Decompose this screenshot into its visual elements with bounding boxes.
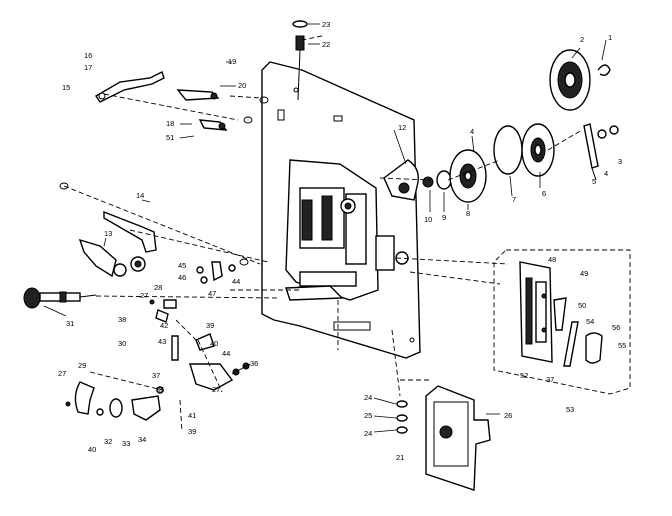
callout-7: 7	[512, 195, 516, 204]
callout-38: 38	[118, 315, 126, 324]
callout-48: 48	[548, 255, 556, 264]
central-mechanism-block	[285, 159, 409, 331]
callout-52: 52	[520, 371, 528, 380]
callout-15: 15	[62, 83, 70, 92]
callout-54: 54	[586, 317, 594, 326]
cover-part-26	[425, 385, 491, 491]
callout-51: 51	[166, 133, 174, 142]
right-subassembly	[493, 249, 631, 395]
callout-50: 50	[578, 301, 586, 310]
rivets-24-25	[396, 400, 408, 434]
callout-46: 46	[178, 273, 186, 282]
callout-3: 3	[618, 157, 622, 166]
callout-49: 49	[580, 269, 588, 278]
callout-41: 41	[188, 411, 196, 420]
callout-36: 36	[250, 359, 258, 368]
callout-37a: 37	[152, 371, 160, 380]
lower-linkage-assembly	[171, 333, 251, 391]
callout-24b: 24	[364, 429, 372, 438]
callout-22: 22	[322, 40, 330, 49]
callout-43: 43	[158, 337, 166, 346]
callout-47: 47	[208, 289, 216, 298]
shaft-part-31	[23, 287, 97, 309]
rod-assembly-22-23	[292, 20, 308, 101]
callout-55: 55	[618, 341, 626, 350]
bracket-part-13	[78, 238, 146, 278]
callout-28: 28	[154, 283, 162, 292]
gear-stack-6-8-10	[422, 149, 487, 203]
callout-14: 14	[136, 191, 144, 200]
callout-30: 30	[118, 339, 126, 348]
callout-8: 8	[466, 209, 470, 218]
callout-27b: 27	[212, 385, 220, 394]
callout-19: 19	[228, 57, 236, 66]
callout-35: 35	[156, 385, 164, 394]
callout-25: 25	[364, 411, 372, 420]
callout-45: 45	[178, 261, 186, 270]
callout-40b: 40	[88, 445, 96, 454]
callout-37b: 37	[546, 375, 554, 384]
small-parts-27-28	[149, 299, 177, 323]
callout-56: 56	[612, 323, 620, 332]
callout-33: 33	[122, 439, 130, 448]
callout-12: 12	[398, 123, 406, 132]
callout-16: 16	[84, 51, 92, 60]
callout-4: 4	[470, 127, 474, 136]
guide-lines	[63, 35, 583, 433]
callout-34: 34	[138, 435, 146, 444]
callout-53: 53	[566, 405, 574, 414]
callout-2: 2	[580, 35, 584, 44]
callout-5: 5	[592, 177, 596, 186]
large-gear-2	[549, 49, 611, 111]
callout-6: 6	[542, 189, 546, 198]
callout-26: 26	[504, 411, 512, 420]
callout-21: 21	[396, 453, 404, 462]
callout-27a: 27	[140, 291, 148, 300]
callout-29: 29	[78, 361, 86, 370]
callout-42: 42	[160, 321, 168, 330]
callout-23: 23	[322, 20, 330, 29]
callout-40a: 40	[210, 339, 218, 348]
callout-labels: 23 22 16 17 15 19 20 18 51 12 2 1 4 3 4 …	[58, 20, 626, 462]
callout-44b: 44	[222, 349, 230, 358]
small-parts-3-4-5	[583, 123, 619, 181]
callout-32: 32	[104, 437, 112, 446]
reference-markers	[59, 96, 269, 266]
arm-part-15	[95, 71, 165, 103]
callout-17: 17	[84, 63, 92, 72]
callout-13: 13	[104, 229, 112, 238]
callout-39b: 39	[188, 427, 196, 436]
callout-31: 31	[66, 319, 74, 328]
callout-20: 20	[238, 81, 246, 90]
callout-18: 18	[166, 119, 174, 128]
callout-1: 1	[608, 33, 612, 42]
callout-39a: 39	[206, 321, 214, 330]
linkage-parts-18-20	[176, 89, 228, 131]
lever-part-34	[103, 210, 157, 253]
bracket-part-32	[383, 159, 419, 201]
bottom-left-cluster	[65, 381, 164, 421]
leader-lines	[43, 23, 607, 433]
callout-9: 9	[442, 213, 446, 222]
callout-44a: 44	[232, 277, 240, 286]
callout-4b: 4	[604, 169, 608, 178]
callout-24a: 24	[364, 393, 372, 402]
small-parts-44-47	[196, 261, 236, 284]
callout-10: 10	[424, 215, 432, 224]
belt-and-pulley-6-7	[493, 123, 555, 177]
callout-27c: 27	[58, 369, 66, 378]
